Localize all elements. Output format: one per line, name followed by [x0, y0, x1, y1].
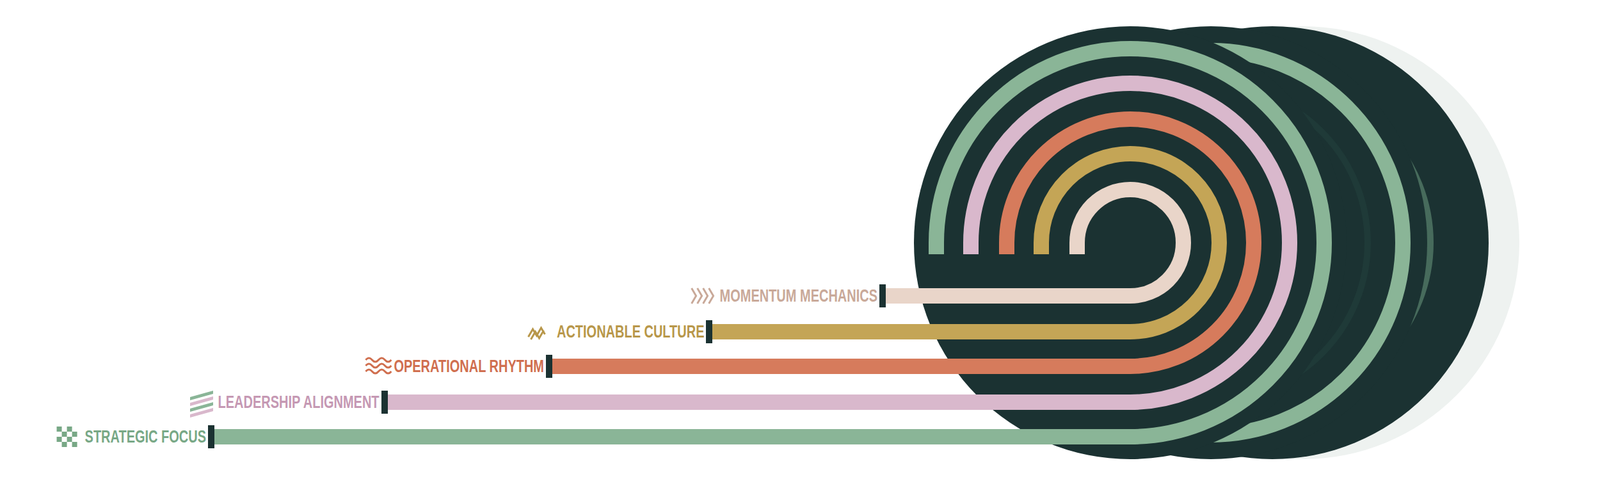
front-disc	[913, 26, 1347, 459]
spiral-band	[709, 153, 1220, 332]
checker-cell	[56, 436, 63, 442]
checker-cell	[62, 431, 68, 437]
checker-cell	[72, 431, 78, 437]
band-label: MOMENTUM MECHANICS	[720, 285, 878, 306]
checker-cell	[67, 426, 73, 432]
spiral-band	[384, 83, 1290, 402]
band-end-tick	[879, 284, 886, 308]
wave-stroke	[365, 363, 392, 368]
spiral-band	[211, 48, 1325, 437]
zig-stroke	[531, 330, 544, 340]
spiral-band	[549, 119, 1254, 367]
band-end-tick	[545, 354, 553, 378]
checker-cell	[67, 436, 73, 442]
label-icon	[56, 426, 78, 447]
label-icon	[365, 357, 392, 374]
band-end-tick	[705, 320, 713, 344]
label-icon	[190, 390, 214, 418]
checker-cell	[56, 426, 63, 432]
chevron-stroke	[697, 288, 703, 304]
chevron-stroke	[709, 288, 714, 304]
checker-cell	[72, 441, 78, 447]
wave-stroke	[365, 357, 392, 362]
wave-stroke	[365, 369, 392, 374]
label-icon	[691, 288, 714, 304]
band-label: STRATEGIC FOCUS	[85, 426, 207, 447]
band-label: ACTIONABLE CULTURE	[556, 321, 704, 342]
band-end-tick	[208, 424, 215, 448]
band-label: LEADERSHIP ALIGNMENT	[218, 391, 380, 413]
spiral-band	[882, 189, 1184, 296]
stripe-bar	[190, 407, 214, 418]
band-end-tick	[381, 390, 388, 414]
band-label: OPERATIONAL RHYTHM	[393, 355, 544, 377]
chevron-stroke	[691, 288, 697, 304]
chevron-stroke	[703, 288, 708, 304]
label-icon	[528, 327, 546, 340]
checker-cell	[62, 441, 68, 447]
